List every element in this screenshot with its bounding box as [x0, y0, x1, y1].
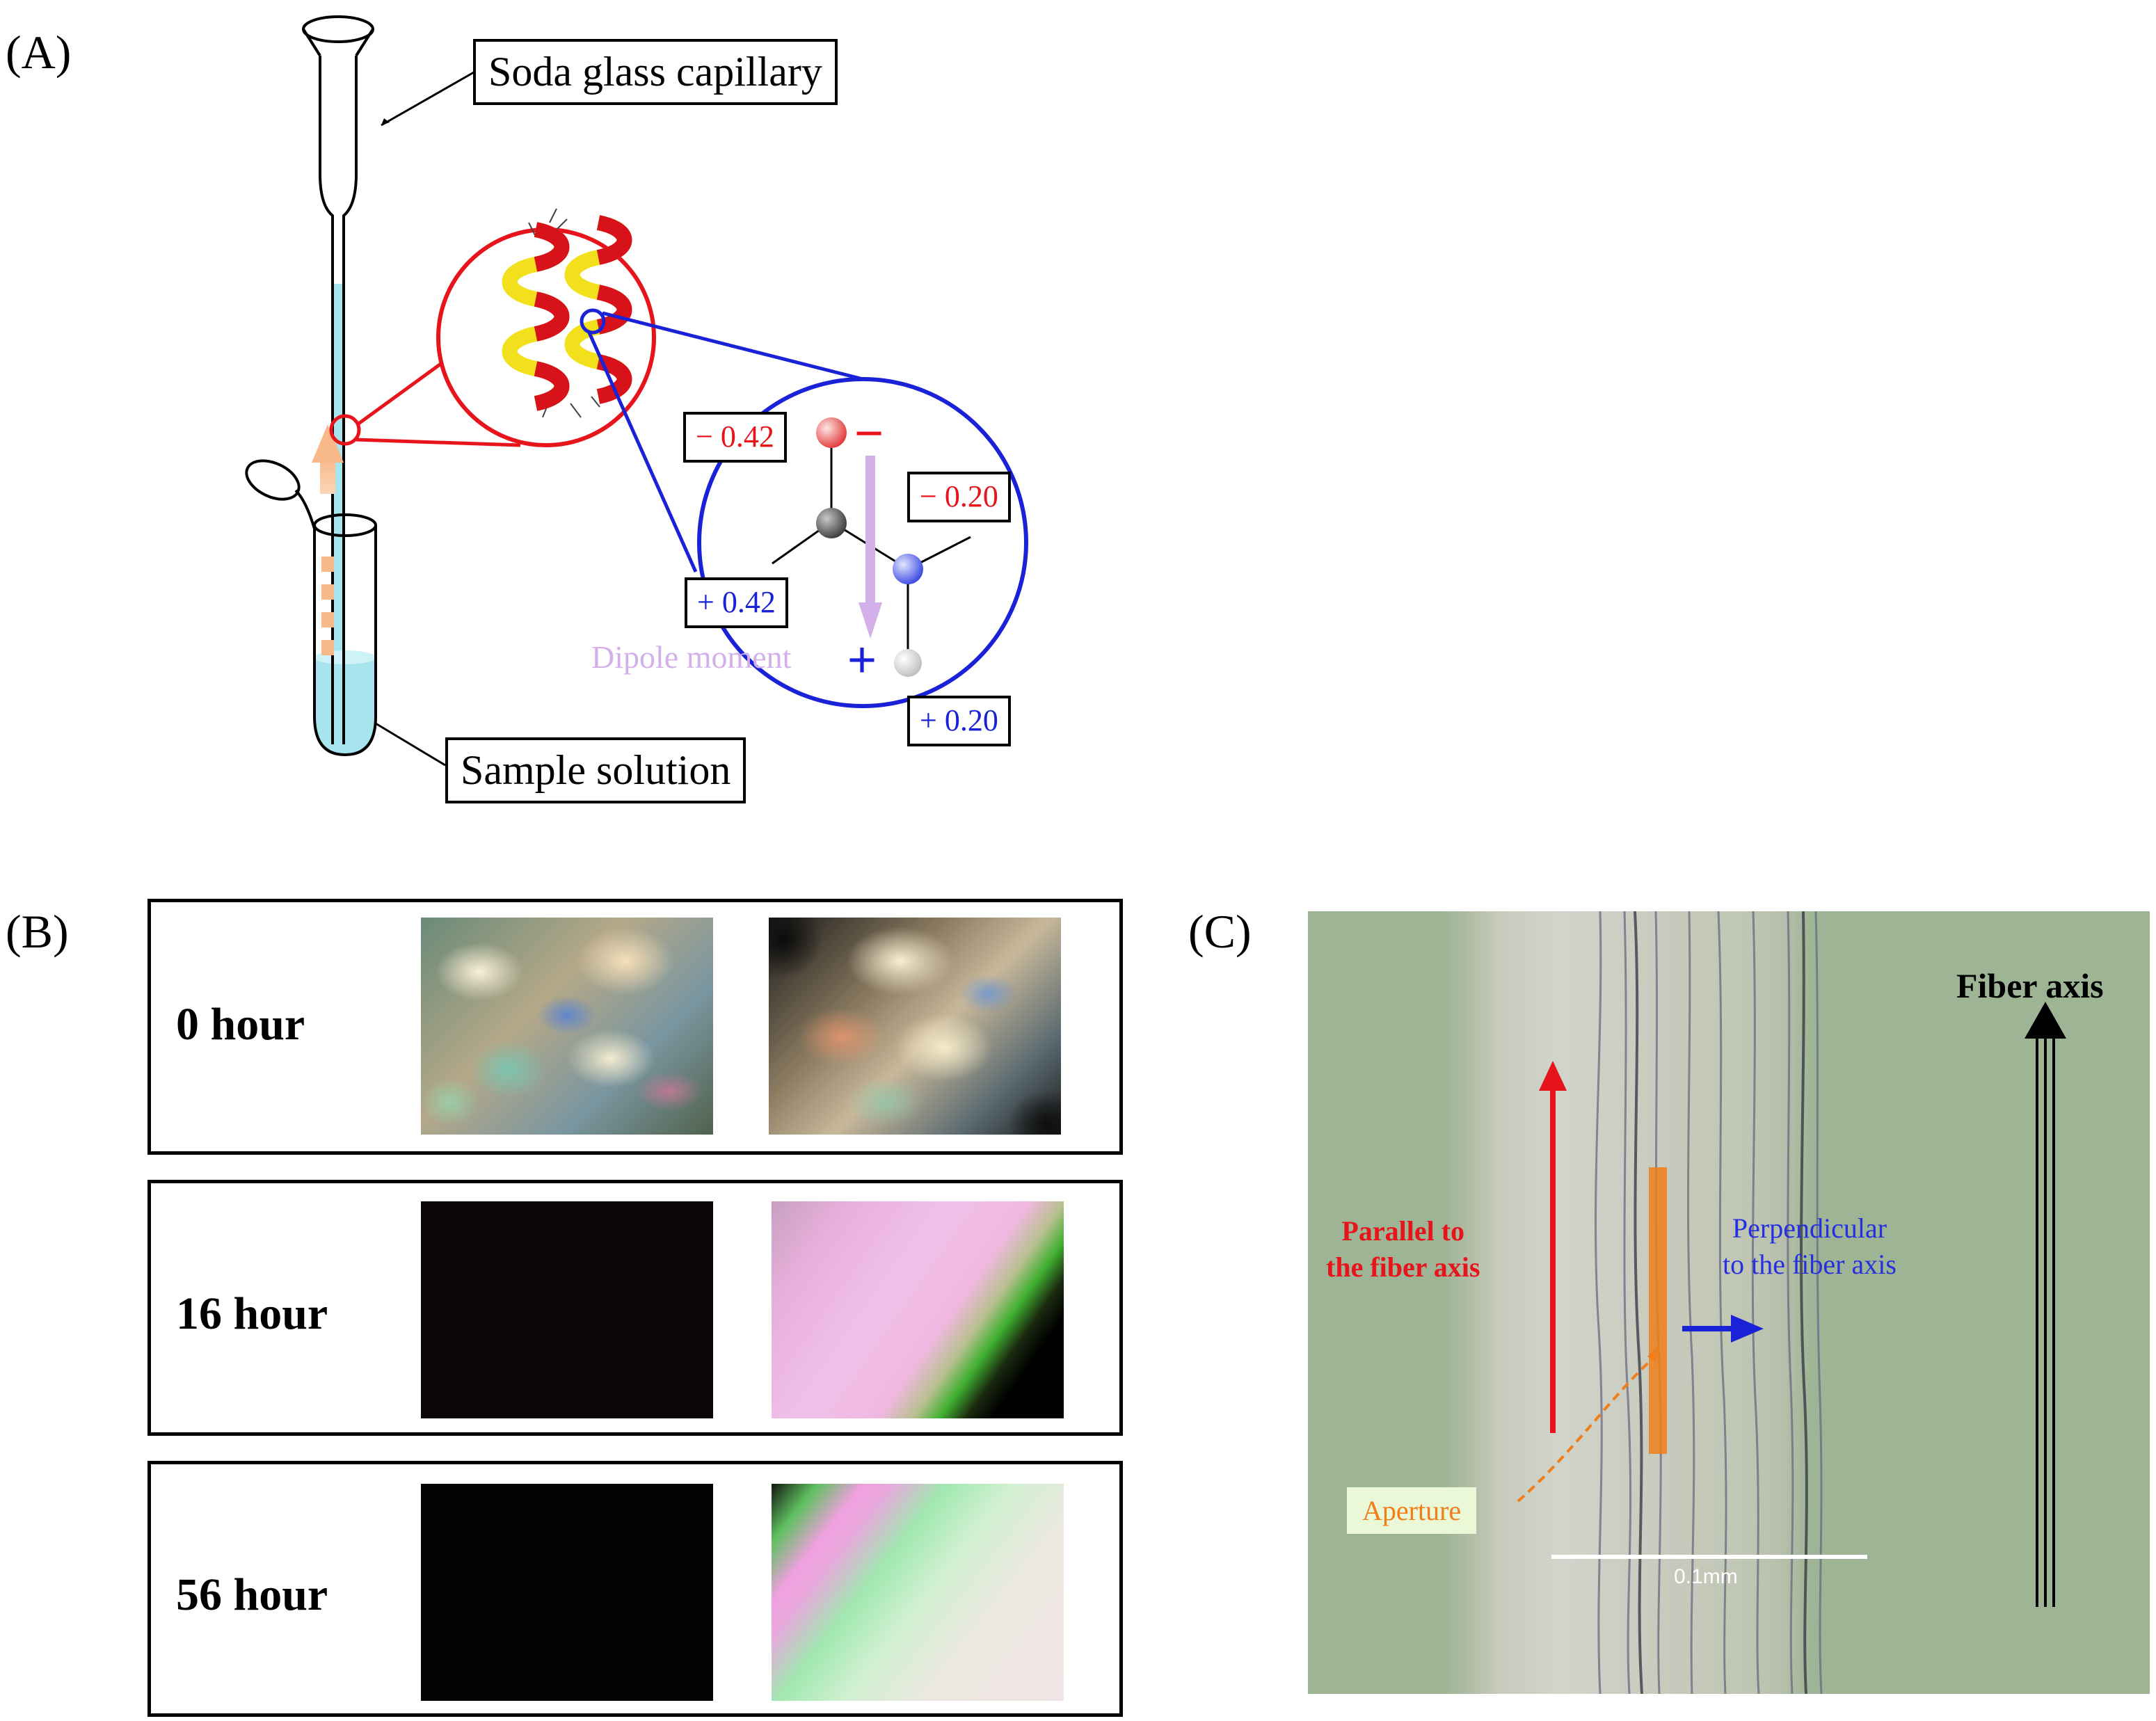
parallel-label-line2: the fiber axis	[1326, 1251, 1480, 1283]
oxygen-charge-label: − 0.42	[683, 412, 787, 463]
time-label: 56 hour	[176, 1569, 328, 1620]
aperture-leader	[1517, 1355, 1657, 1503]
time-label: 0 hour	[176, 999, 305, 1050]
dipole-arrow	[859, 456, 882, 639]
plus-sign: +	[847, 632, 877, 688]
parallel-label: Parallel to the fiber axis	[1326, 1213, 1480, 1286]
carbon-atom	[816, 508, 847, 538]
fiber-overlay	[1517, 911, 2066, 1694]
panel-c-label: (C)	[1188, 905, 1252, 958]
sample-callout: Sample solution	[445, 737, 746, 803]
hydrogen-atom	[894, 649, 922, 677]
micrograph-crossed-56h	[421, 1484, 713, 1701]
capillary-leader-line	[381, 68, 479, 127]
sample-leader-line	[375, 722, 446, 767]
parallel-label-line1: Parallel to	[1341, 1215, 1465, 1247]
helix-bundle	[502, 208, 632, 418]
time-label: 16 hour	[176, 1288, 328, 1339]
micrograph-rotated-0h	[769, 918, 1061, 1135]
carbon-charge-label: + 0.42	[685, 577, 788, 628]
micrograph-crossed-0h	[421, 918, 713, 1135]
panel-a-label: (A)	[6, 26, 72, 79]
aperture-label: Aperture	[1347, 1487, 1477, 1534]
dipole-moment-label: Dipole moment	[591, 639, 792, 675]
fiber-axis-label: Fiber axis	[1956, 966, 2104, 1005]
perpendicular-label-line2: to the fiber axis	[1723, 1249, 1897, 1280]
capillary-callout: Soda glass capillary	[473, 39, 838, 105]
fiber-micrograph: Fiber axis Parallel to the fiber axis Pe…	[1308, 911, 2150, 1694]
fiber-axis-arrow	[2025, 1002, 2066, 1607]
micrograph-rotated-16h	[772, 1201, 1064, 1418]
scale-label: 0.1mm	[1674, 1565, 1738, 1588]
nitrogen-charge-label: − 0.20	[907, 472, 1011, 522]
aperture-bar	[1649, 1167, 1667, 1454]
perpendicular-label: Perpendicular to the fiber axis	[1723, 1210, 1897, 1283]
row-56-hour: 56 hour	[147, 1461, 1123, 1717]
minus-sign: −	[854, 406, 884, 461]
oxygen-atom	[816, 417, 847, 448]
row-0-hour: 0 hour	[147, 899, 1123, 1155]
test-tube	[245, 459, 377, 757]
micrograph-crossed-16h	[421, 1201, 713, 1418]
hydrogen-charge-label: + 0.20	[907, 696, 1011, 746]
perpendicular-label-line1: Perpendicular	[1732, 1212, 1887, 1244]
panel-b-label: (B)	[6, 905, 69, 958]
capillary-rise-arrow	[312, 424, 344, 655]
row-16-hour: 16 hour	[147, 1180, 1123, 1436]
nitrogen-atom	[893, 554, 923, 584]
micrograph-rotated-56h	[772, 1484, 1064, 1701]
